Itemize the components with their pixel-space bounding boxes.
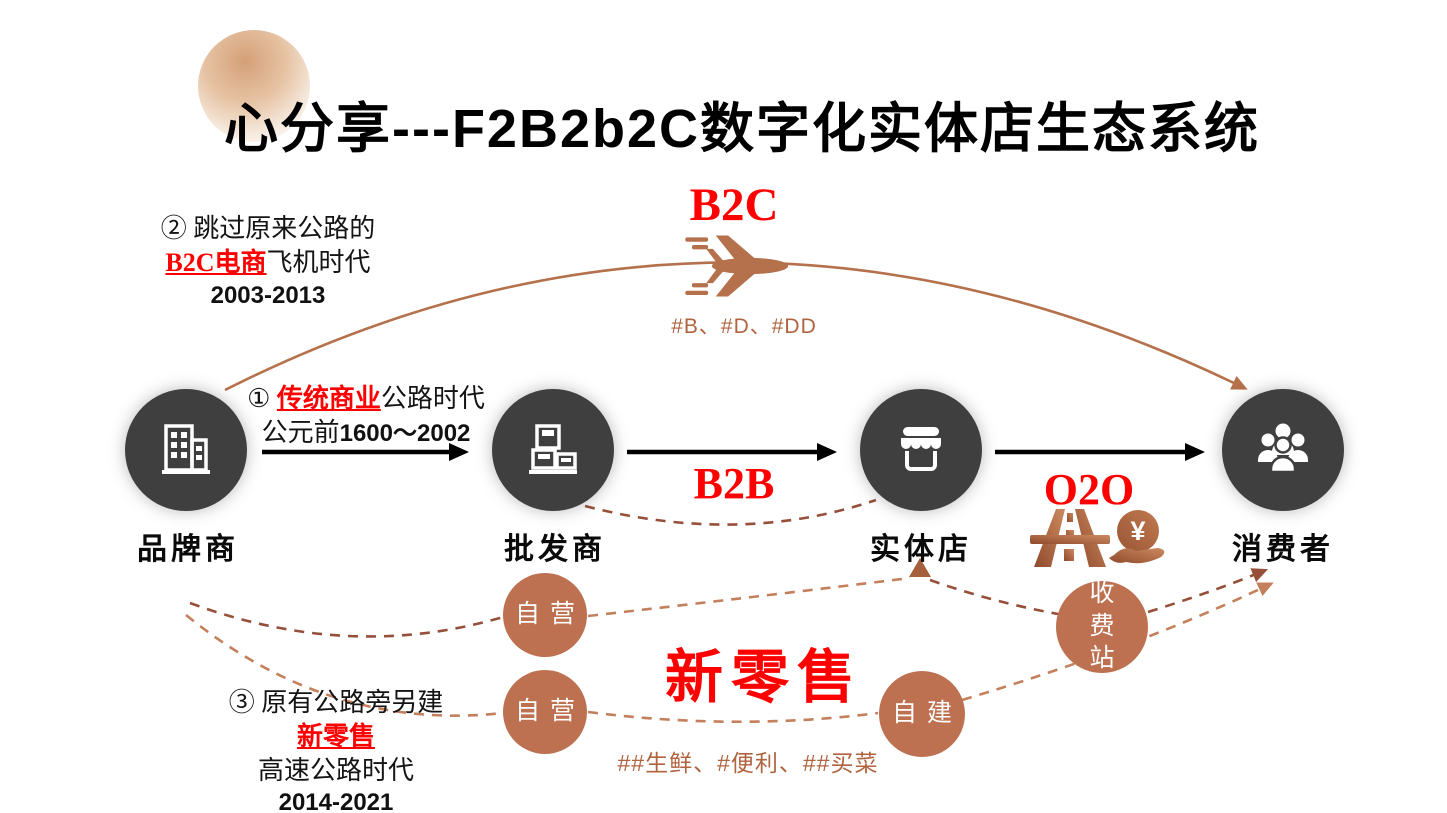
note1-highlight: 传统商业 (276, 384, 381, 413)
note3-line2: 高速公路时代 (257, 755, 415, 785)
storefront-icon (901, 427, 941, 471)
yuan-symbol: ¥ (1130, 516, 1145, 546)
note2-highlight: B2C电商 (165, 247, 267, 277)
node-wholesaler (492, 389, 614, 511)
b2c-platform-tags: #B、#D、#DD (671, 315, 817, 338)
note-b2c-era: ② 跳过原来公路的 B2C电商飞机时代 2003-2013 (161, 212, 376, 311)
node-consumer (1222, 389, 1344, 511)
node-wholesaler-label: 批发商 (504, 533, 606, 566)
dashed-brand-to-ziying1 (189, 601, 504, 638)
decorative-gradient-circle (198, 30, 310, 142)
note3-period: 2014-2021 (278, 789, 394, 813)
b2b-label: B2B (693, 459, 775, 508)
note2-period: 2003-2013 (210, 281, 326, 309)
factory-building-icon (162, 424, 210, 474)
dashed-toll-to-consumer (1147, 568, 1269, 614)
bubble-ziying-2: 自营 (503, 670, 587, 754)
highway-icon (1030, 509, 1110, 567)
new-retail-tags: ##生鲜、#便利、##买菜 (617, 750, 879, 776)
bubble-zijian: 自建 (879, 671, 965, 757)
bubble-ziying-1: 自营 (503, 573, 587, 657)
consumers-group-icon (1258, 423, 1308, 474)
node-store-label: 实体店 (870, 533, 972, 566)
dashed-ziying1-to-store (587, 576, 911, 618)
note2-suffix: 飞机时代 (266, 247, 371, 277)
bubble-toll-station: 收费站 (1056, 580, 1148, 673)
o2o-label: O2O (1043, 465, 1135, 514)
airplane-icon (685, 235, 789, 297)
note3-line1: ③ 原有公路旁另建 (228, 688, 444, 717)
hand-coin-icon: ¥ (1109, 510, 1165, 564)
note1-line2-years: 1600～2002 (339, 419, 471, 447)
note1-suffix: 公路时代 (380, 384, 485, 413)
note3-highlight: 新零售 (296, 721, 376, 751)
node-store (860, 389, 982, 511)
node-brand (125, 389, 247, 511)
node-consumer-label: 消费者 (1232, 533, 1334, 566)
new-retail-label: 新零售 (664, 645, 864, 710)
note2-line1: ② 跳过原来公路的 (160, 214, 376, 243)
page-title: 心分享---F2B2b2C数字化实体店生态系统 (223, 99, 1261, 159)
note-new-retail-era: ③ 原有公路旁另建 新零售 高速公路时代 2014-2021 (229, 686, 444, 813)
o2o-icons: ¥ (1030, 509, 1165, 567)
note1-line2-prefix: 公元前 (261, 417, 340, 447)
warehouse-boxes-icon (529, 424, 577, 474)
bubble-toll-label: 收费站 (1089, 580, 1123, 673)
note-traditional-era: ① 传统商业公路时代 公元前1600～2002 (247, 382, 485, 450)
b2c-label: B2C (689, 179, 779, 231)
dashed-store-to-toll (929, 578, 1059, 616)
node-brand-label: 品牌商 (137, 533, 239, 566)
note1-prefix: ① (247, 384, 277, 413)
